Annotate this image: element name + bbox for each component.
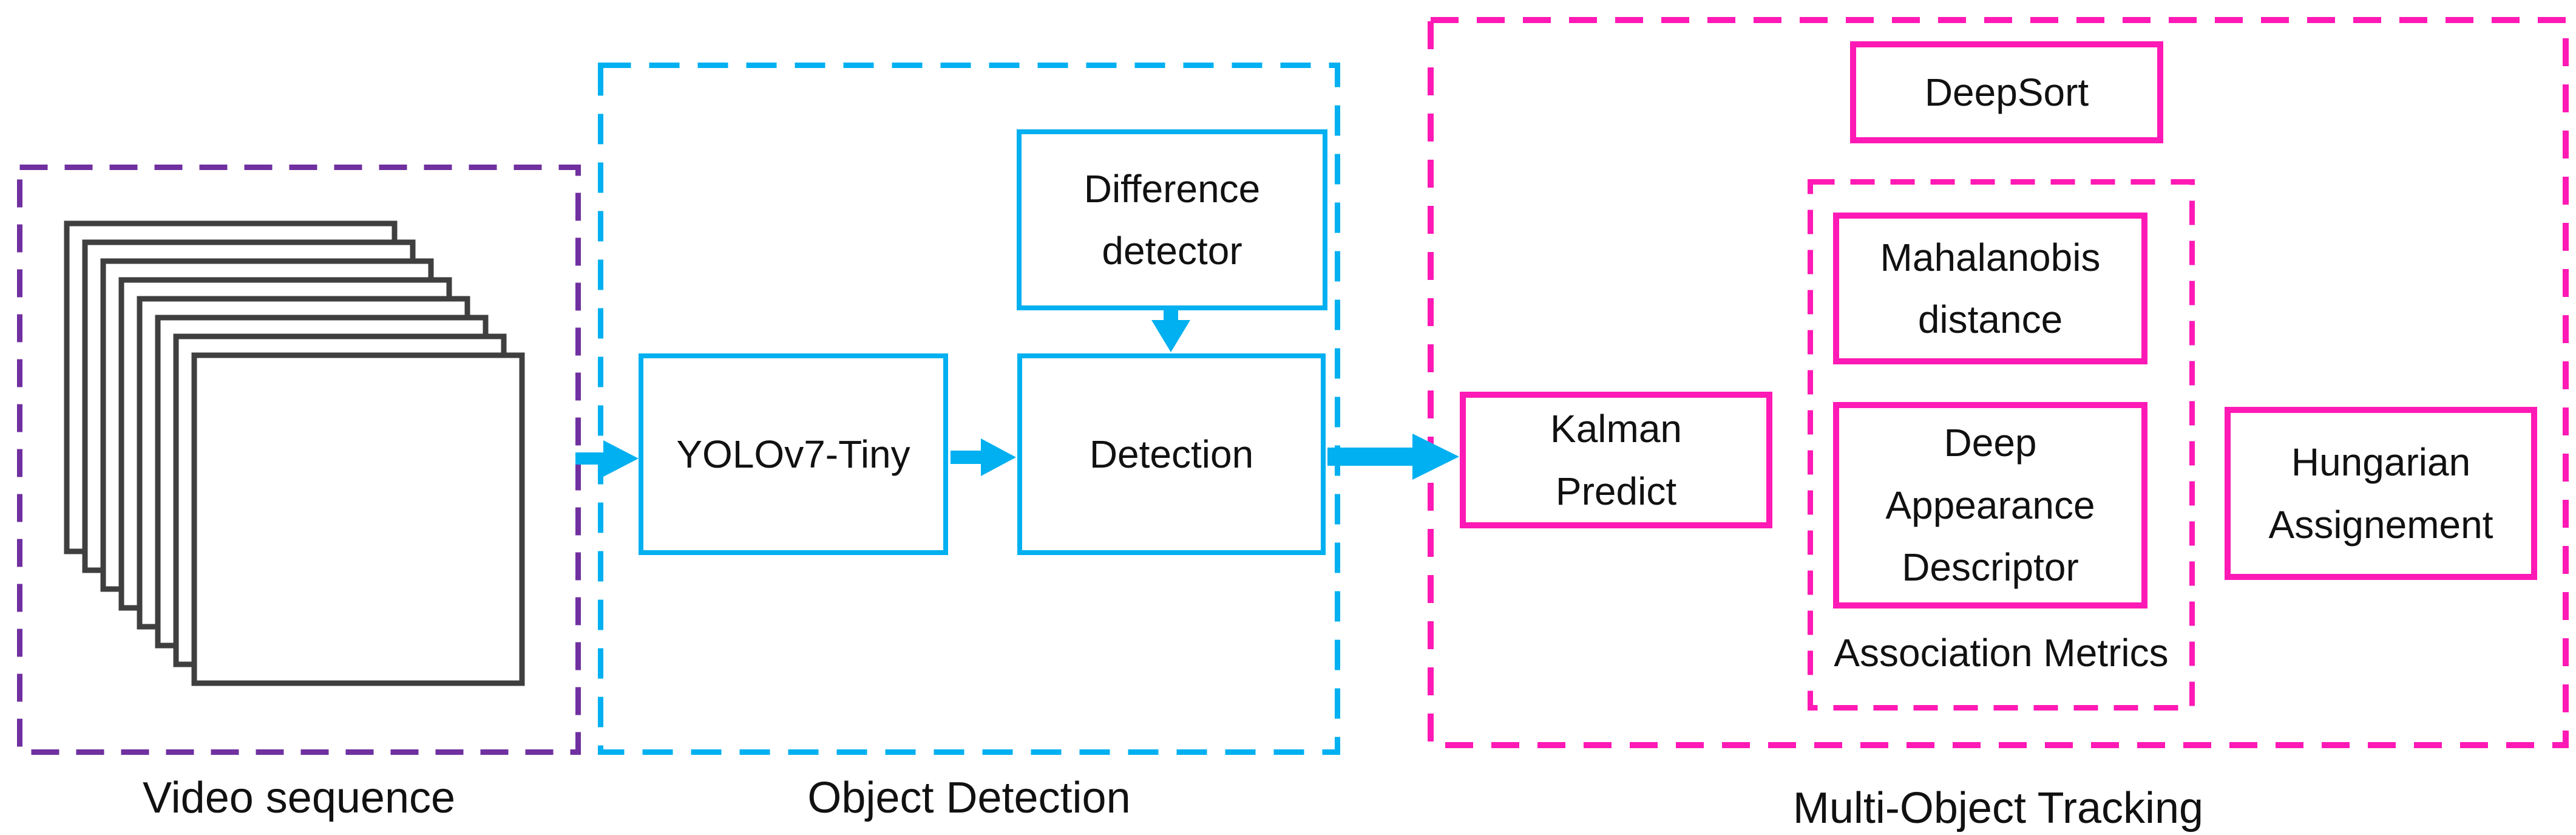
yolov7-tiny-label: YOLOv7-Tiny [676, 432, 910, 476]
multi-object-tracking-container-border [1428, 17, 2569, 748]
video-sequence-container-border [17, 165, 581, 755]
detection-box: Detection [1017, 353, 1326, 555]
association-metrics-container-border [1808, 179, 2195, 711]
hungarian-assignement-box: Hungarian Assignement [2225, 407, 2537, 580]
object-detection-caption: Object Detection [807, 774, 1131, 822]
deep-appearance-descriptor-box: Deep Appearance Descriptor [1833, 402, 2147, 608]
hungarian-assignement-label: Hungarian Assignement [2268, 440, 2493, 547]
detection-label: Detection [1089, 432, 1254, 476]
mahalanobis-distance-box: Mahalanobis distance [1833, 213, 2147, 364]
multi-object-tracking-caption: Multi-Object Tracking [1792, 784, 2204, 833]
arrow-yolo-to-detection [951, 438, 1016, 476]
difference-detector-box: Difference detector [1017, 129, 1327, 310]
deepsort-box: DeepSort [1850, 41, 2163, 143]
deepsort-label: DeepSort [1924, 70, 2089, 114]
video-sequence-caption: Video sequence [142, 774, 456, 822]
arrow-video-to-yolo [575, 440, 639, 477]
deep-appearance-descriptor-label: Deep Appearance Descriptor [1885, 421, 2095, 590]
object-detection-container-border [598, 63, 1340, 755]
video-frames-icon [64, 220, 525, 686]
arrow-difference-to-detection [1151, 308, 1190, 352]
association-metrics-caption: Association Metrics [1834, 631, 2169, 675]
arrow-detection-to-kalman [1327, 434, 1459, 480]
kalman-predict-label: Kalman Predict [1550, 407, 1682, 513]
kalman-predict-box: Kalman Predict [1460, 392, 1772, 528]
yolov7-tiny-box: YOLOv7-Tiny [639, 353, 948, 555]
difference-detector-label: Difference detector [1083, 166, 1261, 273]
mahalanobis-distance-label: Mahalanobis distance [1880, 235, 2101, 341]
